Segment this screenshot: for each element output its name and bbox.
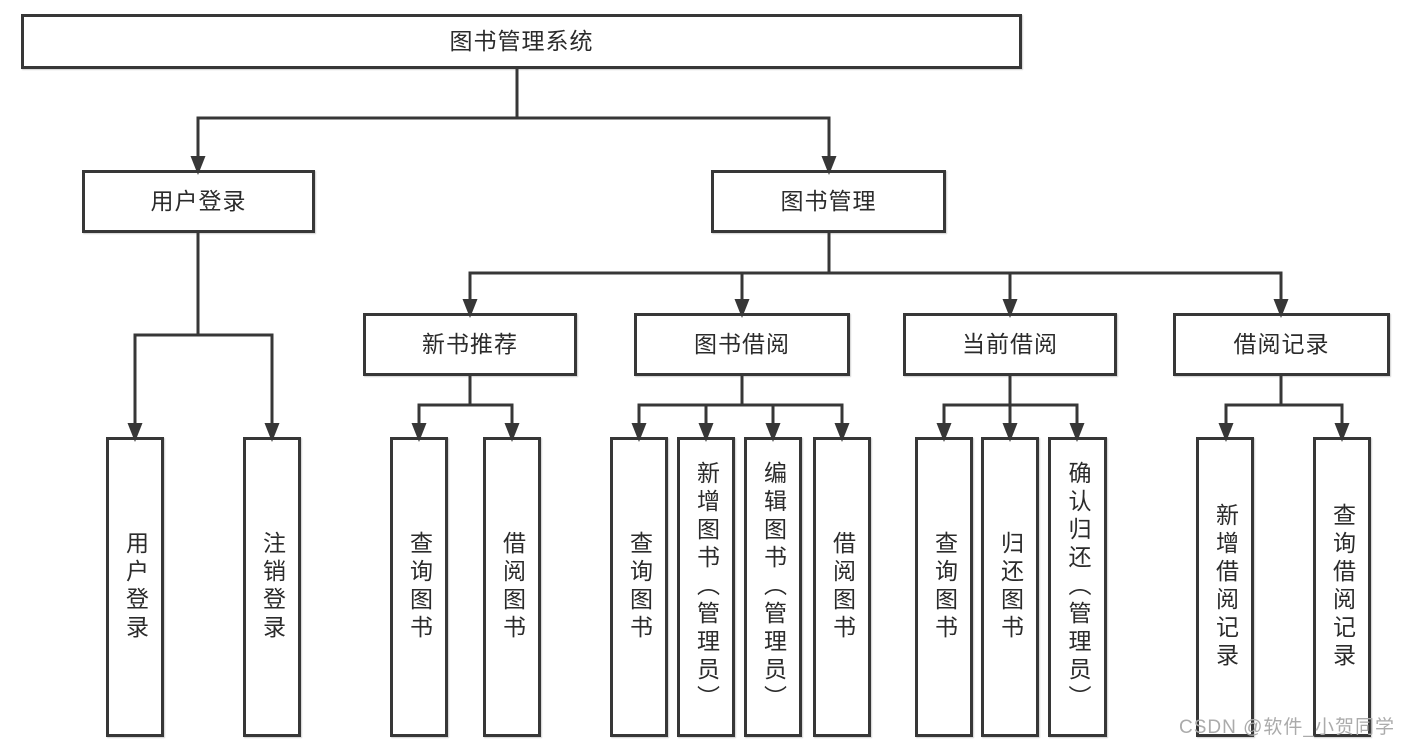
- node-book-management: 图书管理: [711, 170, 946, 233]
- node-new-book-recommendation: 新书推荐: [363, 313, 577, 376]
- node-current-borrowing: 当前借阅: [903, 313, 1117, 376]
- leaf-query-books-current: 查询图书: [915, 437, 973, 737]
- leaf-return-books: 归还图书: [981, 437, 1039, 737]
- csdn-watermark: CSDN @软件_小贺同学: [1179, 717, 1395, 738]
- leaf-edit-books-admin: 编辑图书（管理员）: [744, 437, 802, 737]
- node-library-management-system: 图书管理系统: [21, 14, 1022, 69]
- node-user-login: 用户登录: [82, 170, 315, 233]
- leaf-query-books-recommend: 查询图书: [390, 437, 448, 737]
- leaf-confirm-return-admin: 确认归还（管理员）: [1048, 437, 1107, 737]
- leaf-borrow-books-recommend: 借阅图书: [483, 437, 541, 737]
- leaf-add-books-admin: 新增图书（管理员）: [677, 437, 735, 737]
- node-borrowing-records: 借阅记录: [1173, 313, 1390, 376]
- leaf-logout: 注销登录: [243, 437, 301, 737]
- leaf-borrow-books: 借阅图书: [813, 437, 871, 737]
- leaf-query-borrow-record: 查询借阅记录: [1313, 437, 1371, 737]
- leaf-user-login: 用户登录: [106, 437, 164, 737]
- leaf-query-books-borrow: 查询图书: [610, 437, 668, 737]
- node-book-borrowing: 图书借阅: [634, 313, 850, 376]
- leaf-add-borrow-record: 新增借阅记录: [1196, 437, 1254, 737]
